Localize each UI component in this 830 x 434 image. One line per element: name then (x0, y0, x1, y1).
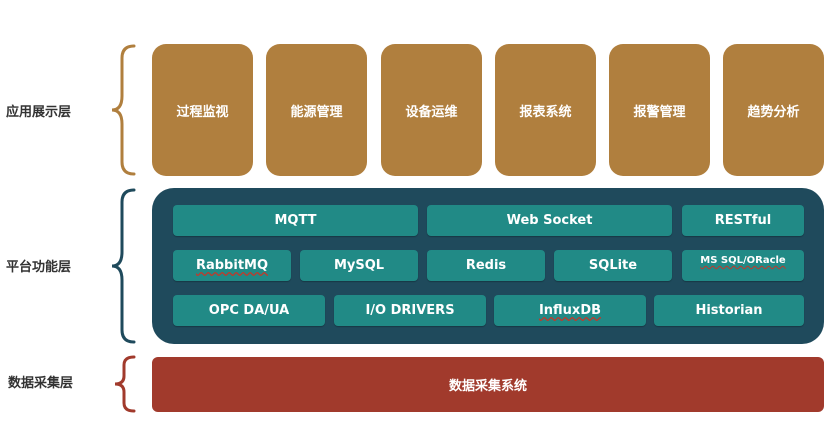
chip-redis[interactable]: Redis (427, 250, 545, 281)
chip-mqtt[interactable]: MQTT (173, 205, 418, 236)
chip-opc-da-ua[interactable]: OPC DA/UA (173, 295, 325, 326)
data-layer-label: 数据采集层 (8, 376, 74, 391)
platform-layer-panel: MQTT Web Socket RESTful RabbitMQ MySQL R… (152, 188, 824, 344)
app-layer-label: 应用展示层 (6, 105, 72, 120)
chip-mysql[interactable]: MySQL (300, 250, 418, 281)
app-box-report-system[interactable]: 报表系统 (495, 44, 596, 176)
app-box-energy-management[interactable]: 能源管理 (266, 44, 367, 176)
chip-influxdb[interactable]: InfluxDB (494, 295, 646, 326)
platform-layer-brace-icon (111, 188, 136, 344)
app-box-equipment-maintenance[interactable]: 设备运维 (381, 44, 482, 176)
data-layer-brace-icon (114, 355, 136, 413)
chip-rabbitmq[interactable]: RabbitMQ (173, 250, 291, 281)
app-box-trend-analysis[interactable]: 趋势分析 (723, 44, 824, 176)
chip-web-socket[interactable]: Web Socket (427, 205, 672, 236)
chip-historian[interactable]: Historian (654, 295, 804, 326)
chip-rabbitmq-label: RabbitMQ (195, 258, 269, 273)
data-acquisition-system-bar[interactable]: 数据采集系统 (152, 357, 824, 412)
app-box-process-monitoring[interactable]: 过程监视 (152, 44, 253, 176)
chip-influxdb-label: InfluxDB (538, 303, 602, 318)
app-layer-brace-icon (111, 44, 136, 176)
chip-ms-sql-oracle-label: MS SQL/ORacle (700, 255, 786, 266)
chip-sqlite[interactable]: SQLite (554, 250, 672, 281)
app-box-alarm-management[interactable]: 报警管理 (609, 44, 710, 176)
chip-io-drivers[interactable]: I/O DRIVERS (334, 295, 486, 326)
chip-ms-sql-oracle[interactable]: MS SQL/ORacle (682, 250, 804, 281)
platform-layer-label: 平台功能层 (6, 260, 72, 275)
chip-restful[interactable]: RESTful (682, 205, 804, 236)
